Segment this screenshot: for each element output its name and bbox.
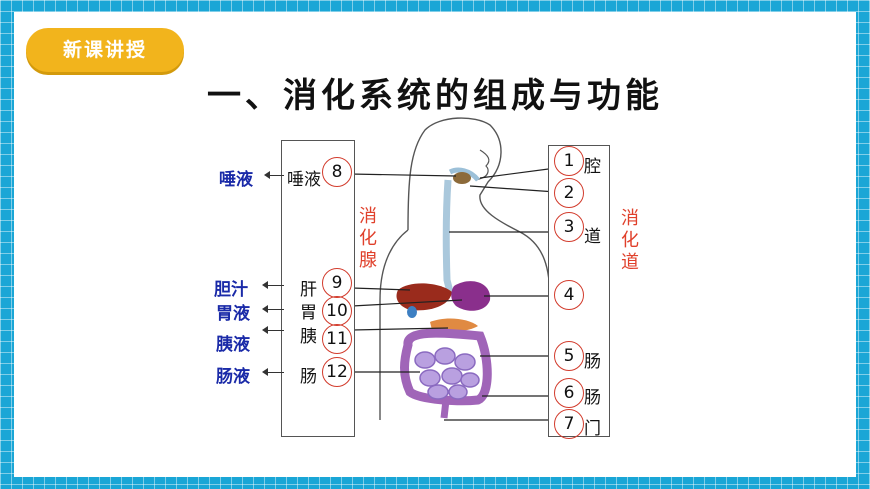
juice-bile: 胆汁 (214, 280, 248, 300)
pointer-10 (351, 299, 463, 307)
tract-suffix-3: 道 (584, 227, 601, 247)
tract-suffix-5: 肠 (584, 352, 601, 372)
tract-group-char-1: 消 (621, 208, 639, 229)
arrow-bile (266, 285, 284, 286)
tract-group-label: 消 化 道 (620, 208, 640, 274)
number-circle-11: 11 (322, 324, 352, 354)
rectum (440, 399, 450, 419)
page-title: 一、消化系统的组成与功能 (207, 76, 663, 116)
number-circle-7: 7 (554, 409, 584, 439)
juice-intestinal: 肠液 (216, 367, 250, 387)
stomach (451, 281, 491, 311)
number-circle-9: 9 (322, 268, 352, 298)
number-circle-8: 8 (322, 157, 352, 187)
arrow-gastric (266, 309, 284, 310)
pointer-8 (349, 173, 457, 177)
arrowhead-bile (262, 281, 268, 289)
salivary-gland (453, 172, 471, 184)
gland-group-char-3: 腺 (359, 250, 377, 271)
liver (396, 283, 452, 311)
arrowhead-pancreatic (262, 326, 268, 334)
number-circle-4: 4 (554, 280, 584, 310)
tract-suffix-7: 门 (584, 419, 601, 439)
mouth-area (448, 167, 480, 182)
pointer-2 (469, 185, 557, 193)
tract-group-char-3: 道 (621, 252, 639, 273)
number-circle-5: 5 (554, 341, 584, 371)
pointer-11 (351, 327, 449, 331)
number-circle-3: 3 (554, 212, 584, 242)
large-intestine (400, 328, 492, 406)
number-circle-12: 12 (322, 357, 352, 387)
gland-group-char-2: 化 (359, 228, 377, 249)
arrow-saliva (268, 175, 284, 176)
gallbladder (407, 306, 417, 318)
esophagus (442, 179, 454, 293)
organ-label-stomach: 胃 (300, 303, 317, 323)
organ-label-intestine: 肠 (300, 367, 317, 387)
juice-saliva: 唾液 (219, 170, 253, 190)
arrowhead-intestinal (262, 368, 268, 376)
arrow-pancreatic (266, 330, 284, 331)
juice-pancreatic: 胰液 (216, 335, 250, 355)
tract-suffix-1: 腔 (584, 157, 601, 177)
tract-group-char-2: 化 (621, 230, 639, 251)
number-circle-1: 1 (554, 146, 584, 176)
small-intestine (414, 347, 480, 400)
pointer-1 (479, 167, 557, 179)
number-circle-2: 2 (554, 178, 584, 208)
number-circle-10: 10 (322, 296, 352, 326)
section-badge: 新课讲授 (26, 28, 184, 72)
arrowhead-gastric (262, 305, 268, 313)
juice-gastric: 胃液 (216, 304, 250, 324)
pointer-9 (351, 287, 411, 291)
head-profile (475, 149, 490, 181)
gland-group-char-1: 消 (359, 206, 377, 227)
number-circle-6: 6 (554, 378, 584, 408)
organ-label-pancreas: 胰 (300, 327, 317, 347)
arrowhead-saliva (264, 171, 270, 179)
body-outline (379, 117, 551, 420)
tract-suffix-6: 肠 (584, 388, 601, 408)
arrow-intestinal (266, 372, 284, 373)
organ-label-salivary: 唾液 (287, 170, 321, 190)
organ-label-liver: 肝 (300, 280, 317, 300)
gland-group-label: 消 化 腺 (358, 206, 378, 272)
